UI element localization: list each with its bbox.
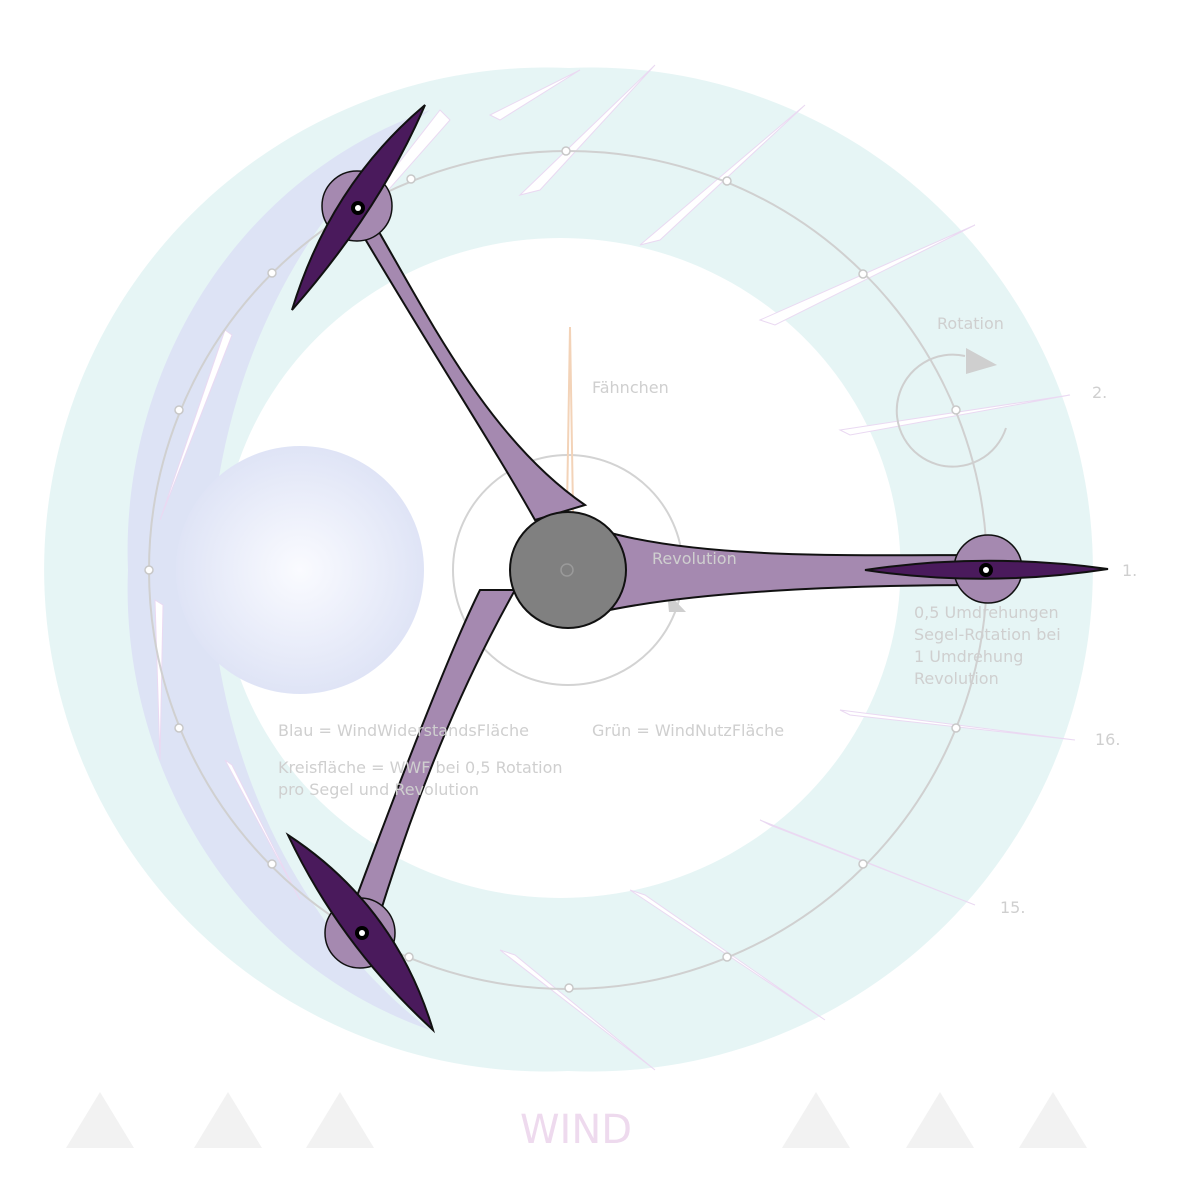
sail-ratio-line-1: 0,5 Umdrehungen	[914, 603, 1059, 622]
circle-area-line-1: Kreisfläche = WWF bei 0,5 Rotation	[278, 758, 563, 777]
wind-arrow-icon	[66, 1092, 1087, 1148]
green-area-legend: Grün = WindNutzFläche	[592, 721, 784, 740]
circle-area-disc	[176, 446, 424, 694]
position-label-15: 15.	[1000, 898, 1025, 917]
sail-axles	[351, 201, 993, 940]
rotation-arrow-icon	[895, 348, 1007, 468]
position-label-2: 2.	[1092, 383, 1107, 402]
wind-label: WIND	[520, 1107, 632, 1153]
circle-area-line-2: pro Segel und Revolution	[278, 780, 479, 799]
labels: Rotation Fähnchen Revolution 0,5 Umdrehu…	[278, 314, 1137, 917]
flag-label: Fähnchen	[592, 378, 669, 397]
central-hub	[509, 511, 627, 629]
revolution-label: Revolution	[652, 549, 737, 568]
flag-icon	[565, 326, 575, 571]
green-wind-use-area	[44, 67, 1093, 1072]
sail-ratio-line-2: Segel-Rotation bei	[914, 625, 1061, 644]
position-label-1: 1.	[1122, 561, 1137, 580]
rotation-label: Rotation	[937, 314, 1004, 333]
hub-center-marker	[560, 563, 574, 577]
position-label-16: 16.	[1095, 730, 1120, 749]
blue-wind-resistance-area	[127, 110, 430, 1030]
sail-ratio-line-3: 1 Umdrehung	[914, 647, 1023, 666]
sail-ratio-line-4: Revolution	[914, 669, 999, 688]
blue-area-legend: Blau = WindWiderstandsFläche	[278, 721, 529, 740]
rotor-arm-upper-left	[344, 204, 588, 522]
